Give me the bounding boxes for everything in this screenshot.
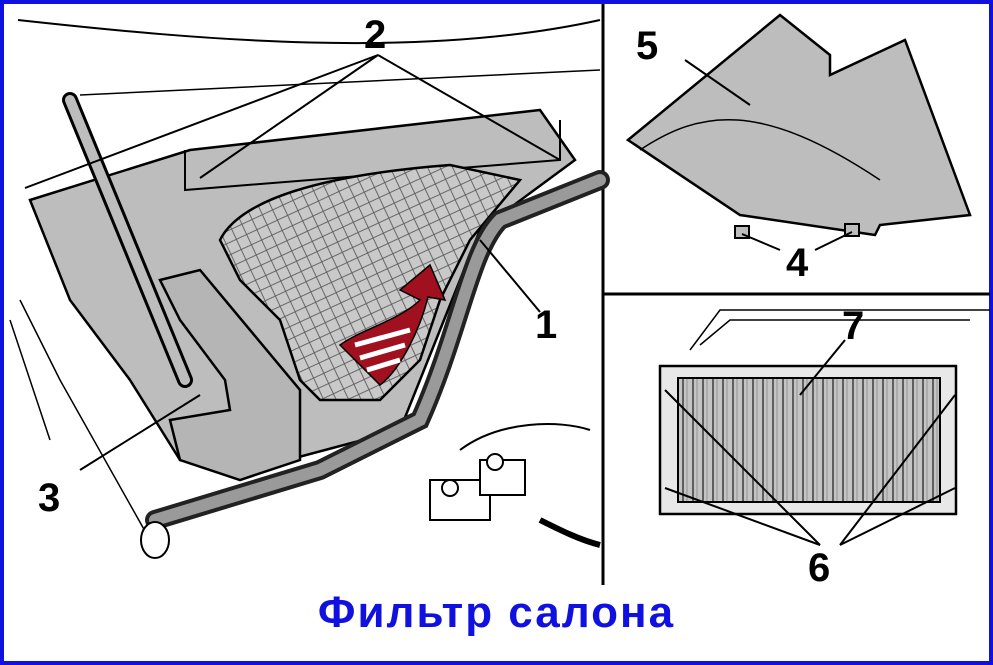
pleated-filter-view [658, 309, 990, 546]
filter-cover-mesh [218, 163, 523, 402]
engine-hose [459, 423, 591, 451]
pleated-filter-element [677, 377, 941, 503]
filter-housing-view [625, 13, 972, 251]
callout-5: 5 [636, 24, 659, 68]
diagram-caption: Фильтр салона [317, 588, 676, 637]
callout-6: 6 [808, 546, 831, 590]
callout-7: 7 [842, 304, 865, 348]
main-view [9, 19, 610, 559]
filter-housing [625, 13, 972, 237]
callout-1: 1 [535, 303, 558, 347]
hood-outline [17, 19, 601, 45]
callout-2: 2 [364, 13, 387, 57]
callout-4: 4 [786, 241, 809, 285]
removal-arrow [338, 263, 447, 386]
callout-3: 3 [38, 476, 61, 520]
side-cover [158, 268, 302, 482]
